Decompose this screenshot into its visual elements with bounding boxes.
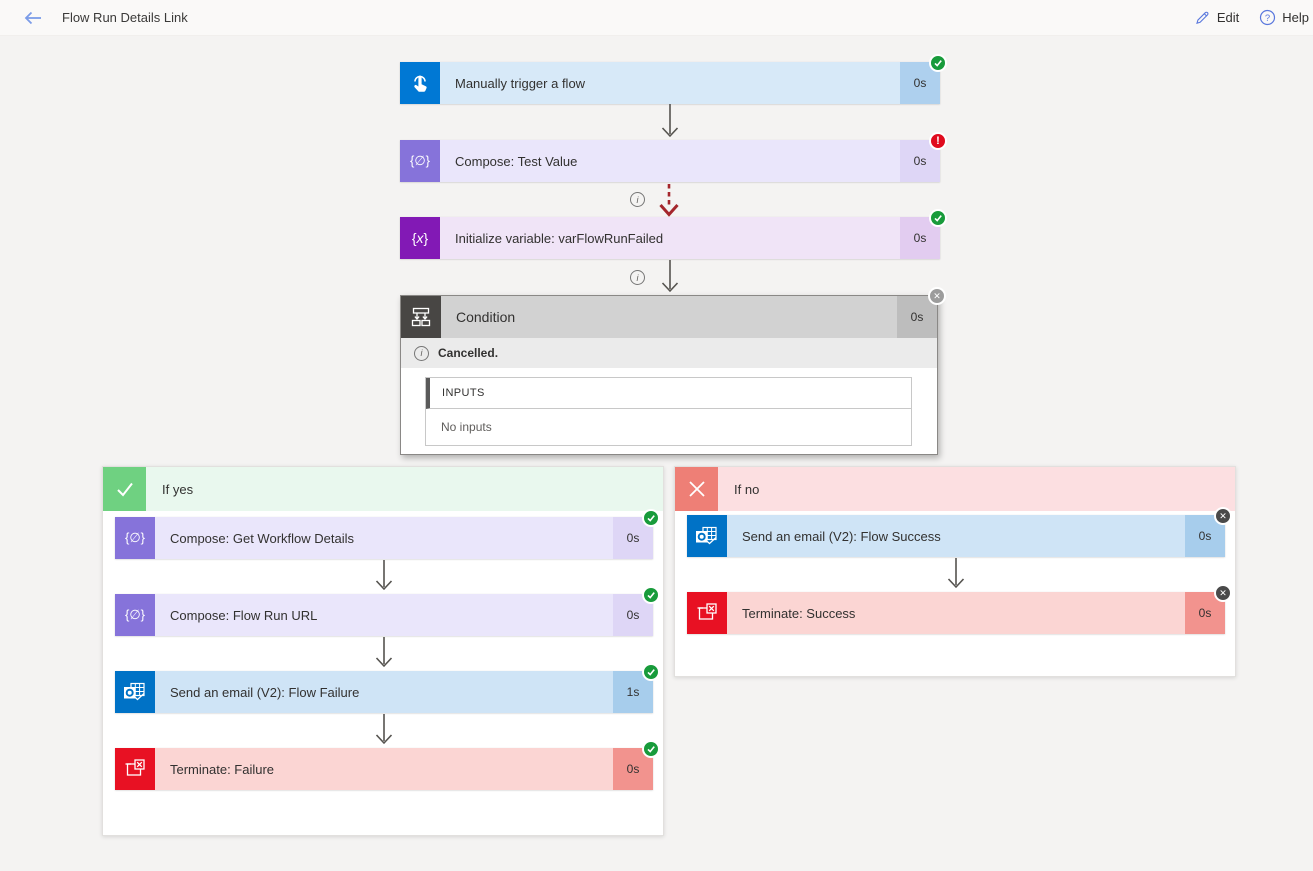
node-label: Terminate: Success	[742, 605, 856, 621]
node-duration: 0s	[613, 594, 653, 636]
connector-arrow	[375, 560, 393, 591]
status-succeeded-icon	[642, 663, 660, 681]
node-terminate-failure[interactable]: Terminate: Failure 0s	[115, 740, 660, 790]
edit-button[interactable]: Edit	[1194, 9, 1239, 26]
status-cancelled-icon: ✕	[1214, 507, 1232, 525]
brace: }	[423, 230, 429, 246]
condition-inputs-panel: INPUTS No inputs	[425, 377, 912, 446]
status-succeeded-icon	[642, 509, 660, 527]
terminate-icon	[687, 592, 727, 634]
node-label: Send an email (V2): Flow Failure	[170, 684, 360, 700]
node-send-email-flow-failure[interactable]: Send an email (V2): Flow Failure 1s	[115, 663, 660, 713]
info-icon[interactable]: i	[630, 270, 645, 285]
inputs-section-title: INPUTS	[426, 378, 911, 409]
help-label: Help	[1282, 10, 1309, 25]
condition-header[interactable]: Condition 0s	[401, 296, 937, 338]
help-button[interactable]: ? Help	[1259, 9, 1309, 26]
question-circle-icon: ?	[1260, 9, 1276, 26]
node-label: Send an email (V2): Flow Success	[742, 528, 941, 544]
status-cancelled-icon: ✕	[1214, 584, 1232, 602]
connector-arrow	[661, 104, 679, 138]
failed-path-dashed-arrow	[659, 184, 679, 217]
checkmark-icon	[103, 467, 146, 511]
if-no-branch-card: If no Send an email (V2): Flow Success 0…	[674, 466, 1236, 677]
svg-text:?: ?	[1265, 13, 1270, 24]
status-cancelled-icon: ✕	[928, 287, 946, 305]
condition-status-message: Cancelled.	[438, 346, 499, 360]
connector-arrow	[375, 637, 393, 668]
page-title: Flow Run Details Link	[62, 10, 188, 25]
inputs-empty-text: No inputs	[441, 420, 492, 434]
pencil-icon	[1196, 11, 1209, 25]
connector-arrow	[661, 260, 679, 293]
node-label: Compose: Get Workflow Details	[170, 530, 354, 546]
connector-arrow	[947, 558, 965, 589]
node-label: Compose: Flow Run URL	[170, 607, 318, 623]
branch-label: If no	[734, 481, 760, 497]
node-initialize-variable[interactable]: {x} Initialize variable: varFlowRunFaile…	[400, 209, 947, 259]
condition-status-row: i Cancelled.	[401, 338, 937, 368]
variable-braces-x-icon: {x}	[400, 217, 440, 259]
terminate-icon	[115, 748, 155, 790]
status-succeeded-icon	[642, 586, 660, 604]
status-failed-icon: !	[929, 132, 947, 150]
outlook-icon	[115, 671, 155, 713]
info-icon: i	[414, 345, 429, 361]
node-label: Condition	[456, 309, 516, 325]
node-label: Compose: Test Value	[455, 153, 578, 169]
outlook-icon	[687, 515, 727, 557]
compose-braces-icon: {∅}	[115, 594, 155, 636]
info-icon[interactable]: i	[630, 192, 645, 207]
node-label: Initialize variable: varFlowRunFailed	[455, 230, 664, 246]
node-send-email-flow-success[interactable]: Send an email (V2): Flow Success 0s ✕	[687, 507, 1232, 557]
node-terminate-success[interactable]: Terminate: Success 0s ✕	[687, 584, 1232, 634]
variable-x: x	[416, 230, 424, 246]
back-button[interactable]	[22, 10, 44, 26]
brace: {	[411, 230, 417, 246]
status-succeeded-icon	[929, 209, 947, 227]
node-condition-card: Condition 0s ✕ i Cancelled. INPUTS No in…	[400, 287, 946, 455]
node-label: Manually trigger a flow	[455, 75, 586, 91]
if-yes-header[interactable]: If yes	[103, 467, 663, 511]
if-yes-branch-card: If yes {∅} Compose: Get Workflow Details…	[102, 466, 664, 836]
node-compose-get-workflow-details[interactable]: {∅} Compose: Get Workflow Details 0s	[115, 509, 660, 559]
connector-arrow	[375, 714, 393, 745]
condition-branch-icon	[401, 296, 441, 338]
compose-braces-icon: {∅}	[400, 140, 440, 182]
node-label: Terminate: Failure	[170, 761, 275, 777]
branch-label: If yes	[162, 481, 194, 497]
left-arrow-icon	[24, 11, 41, 24]
edit-label: Edit	[1216, 10, 1240, 25]
x-icon	[675, 467, 718, 511]
compose-braces-icon: {∅}	[115, 517, 155, 559]
node-compose-flow-run-url[interactable]: {∅} Compose: Flow Run URL 0s	[115, 586, 660, 636]
node-compose-test-value[interactable]: {∅} Compose: Test Value 0s !	[400, 132, 947, 182]
if-no-header[interactable]: If no	[675, 467, 1235, 511]
top-bar-actions: Edit ? Help	[1194, 9, 1311, 26]
node-manually-trigger-a-flow[interactable]: Manually trigger a flow 0s	[400, 54, 947, 104]
node-duration: 0s	[897, 296, 937, 338]
status-succeeded-icon	[642, 740, 660, 758]
status-succeeded-icon	[929, 54, 947, 72]
manual-trigger-tap-icon	[400, 62, 440, 104]
top-bar: Flow Run Details Link Edit ? Help	[0, 0, 1313, 36]
